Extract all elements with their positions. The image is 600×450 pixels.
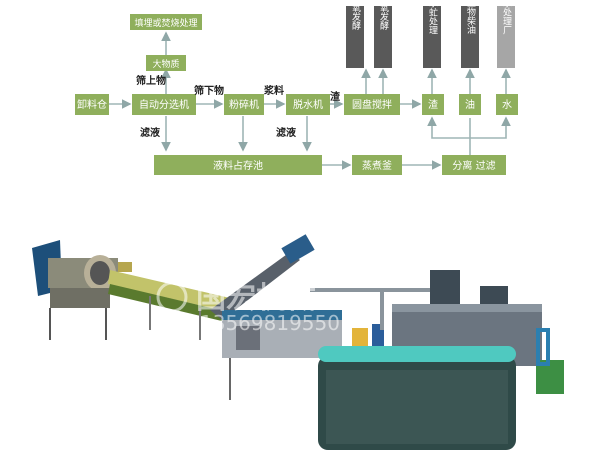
svg-text:国宏机械: 国宏机械 [196, 281, 316, 316]
svg-text:卸料仓: 卸料仓 [77, 98, 107, 111]
node-water: 水 [496, 94, 518, 115]
svg-text:填埋或焚烧处理: 填埋或焚烧处理 [134, 17, 197, 29]
label-slurry: 浆料 [264, 84, 284, 97]
svg-text:蒸煮釜: 蒸煮釜 [362, 159, 392, 172]
label-filtrate-1: 滤液 [140, 126, 160, 139]
node-dewater: 脱水机 [286, 94, 330, 115]
svg-text:厌氧发酵: 厌氧发酵 [350, 0, 361, 31]
label-residue: 渣 [330, 90, 341, 103]
svg-text:污水处理厂: 污水处理厂 [501, 0, 512, 35]
label-undersize: 筛下物 [194, 84, 224, 97]
flow-arrows [108, 31, 511, 170]
node-unload: 卸料仓 [75, 94, 109, 115]
svg-text:油: 油 [465, 98, 475, 111]
node-aerobic: 好氧发酵 [374, 0, 392, 68]
svg-text:脱水机: 脱水机 [293, 98, 323, 111]
svg-text:黑水虻处理: 黑水虻处理 [427, 0, 438, 35]
drum-screen [32, 240, 118, 340]
svg-text:自动分选机: 自动分选机 [139, 98, 189, 111]
svg-text:圆盘搅拌: 圆盘搅拌 [352, 98, 392, 111]
node-residue: 渣 [422, 94, 444, 115]
svg-text:渣: 渣 [428, 98, 438, 111]
node-landfill: 填埋或焚烧处理 [130, 14, 202, 30]
svg-text:水: 水 [502, 99, 512, 111]
node-bulky: 大物质 [146, 55, 186, 71]
node-sorter: 自动分选机 [132, 94, 196, 115]
blue-pipe [536, 328, 550, 366]
node-bsf: 黑水虻处理 [423, 0, 441, 68]
process-flow-diagram: 卸料仓 自动分选机 粉碎机 脱水机 圆盘搅拌 渣 油 水 大物质 填埋或焚烧处理… [75, 0, 518, 175]
svg-text:13569819550: 13569819550 [200, 311, 340, 335]
equipment-illustration: 国宏机械 13569819550 [32, 234, 564, 450]
cooking-tank [318, 346, 516, 450]
node-stirrer: 圆盘搅拌 [344, 94, 400, 115]
svg-text:大物质: 大物质 [152, 58, 179, 70]
node-anaerobic: 厌氧发酵 [346, 0, 364, 68]
svg-text:粉碎机: 粉碎机 [229, 98, 259, 111]
node-oil: 油 [459, 94, 481, 115]
label-oversize: 筛上物 [136, 74, 166, 87]
svg-text:分离 过滤: 分离 过滤 [452, 159, 495, 172]
svg-text:生物柴油: 生物柴油 [465, 0, 476, 35]
svg-text:液料占存池: 液料占存池 [213, 159, 263, 172]
svg-text:好氧发酵: 好氧发酵 [378, 0, 389, 31]
node-separate: 分离 过滤 [442, 155, 506, 175]
inclined-conveyor [210, 234, 315, 320]
node-crusher: 粉碎机 [224, 94, 264, 115]
conveyor [108, 262, 230, 340]
node-biodiesel: 生物柴油 [461, 0, 479, 68]
label-filtrate-2: 滤液 [276, 126, 296, 139]
node-sewage: 污水处理厂 [497, 0, 515, 68]
node-tank: 液料占存池 [154, 155, 322, 175]
crusher-machine [222, 310, 342, 400]
watermark: 国宏机械 13569819550 [156, 281, 340, 335]
node-cooker: 蒸煮釜 [352, 155, 402, 175]
